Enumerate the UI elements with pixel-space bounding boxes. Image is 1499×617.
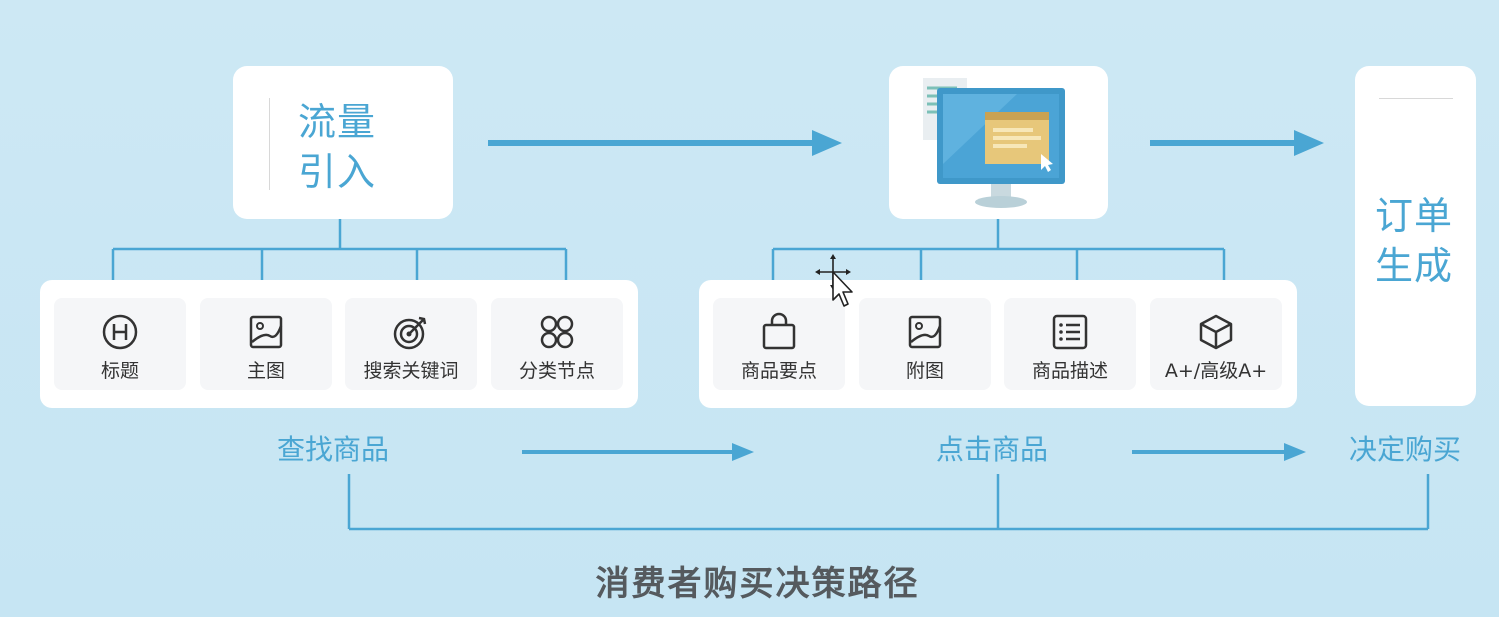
traffic-title-line2: 引入 [298, 150, 377, 194]
tile-category-node: 分类节点 [491, 298, 623, 390]
monitor-card [889, 66, 1108, 219]
traffic-title-line1: 流量 [298, 100, 377, 144]
tile-main-image: 主图 [200, 298, 332, 390]
image-icon [908, 315, 942, 349]
traffic-card: 流量 引入 [233, 66, 453, 219]
move-cursor-icon [815, 254, 853, 307]
tile-product-description: 商品描述 [1004, 298, 1136, 390]
tile-category-node-label: 分类节点 [518, 360, 595, 382]
diagram-title: 消费者购买决策路径 [595, 564, 920, 604]
click-factors-strip: 商品要点 附图 商品描述 A+/高级A+ [699, 280, 1297, 408]
tile-product-description-label: 商品描述 [1031, 360, 1108, 382]
tile-product-bullets: 商品要点 [713, 298, 845, 390]
computer-monitor-icon [923, 78, 1065, 208]
tile-product-bullets-label: 商品要点 [740, 360, 817, 382]
cube-icon [1199, 314, 1233, 350]
tile-additional-images: 附图 [859, 298, 991, 390]
image-icon [249, 315, 283, 349]
tile-title-label: 标题 [100, 360, 139, 382]
tile-a-plus-content-label: A+/高级A+ [1164, 360, 1268, 382]
traffic-card-divider [269, 98, 270, 190]
order-title-line1: 订单 [1375, 194, 1454, 238]
category-icon [540, 315, 574, 349]
tile-main-image-label: 主图 [246, 360, 285, 382]
stage-click-product: 点击商品 [936, 433, 1049, 466]
arrow-find-to-click [522, 443, 754, 461]
order-card: 订单 生成 [1355, 66, 1476, 406]
target-icon [393, 316, 427, 350]
arrow-traffic-to-monitor [488, 130, 842, 156]
shopping-bag-icon [762, 312, 796, 350]
list-icon [1052, 314, 1088, 350]
tile-search-keywords: 搜索关键词 [345, 298, 477, 390]
arrow-click-to-decide [1132, 443, 1306, 461]
tile-a-plus-content: A+/高级A+ [1150, 298, 1282, 390]
heading-icon [102, 314, 138, 350]
search-factors-strip: 标题 主图 搜索关键词 分类节点 [40, 280, 638, 408]
stage-find-product: 查找商品 [277, 433, 390, 466]
tile-additional-images-label: 附图 [905, 360, 944, 382]
tile-title: 标题 [54, 298, 186, 390]
order-card-divider [1379, 98, 1453, 99]
arrow-monitor-to-order [1150, 130, 1324, 156]
tile-search-keywords-label: 搜索关键词 [363, 360, 459, 382]
order-title-line2: 生成 [1375, 244, 1454, 288]
stage-decide-purchase: 决定购买 [1349, 433, 1462, 466]
